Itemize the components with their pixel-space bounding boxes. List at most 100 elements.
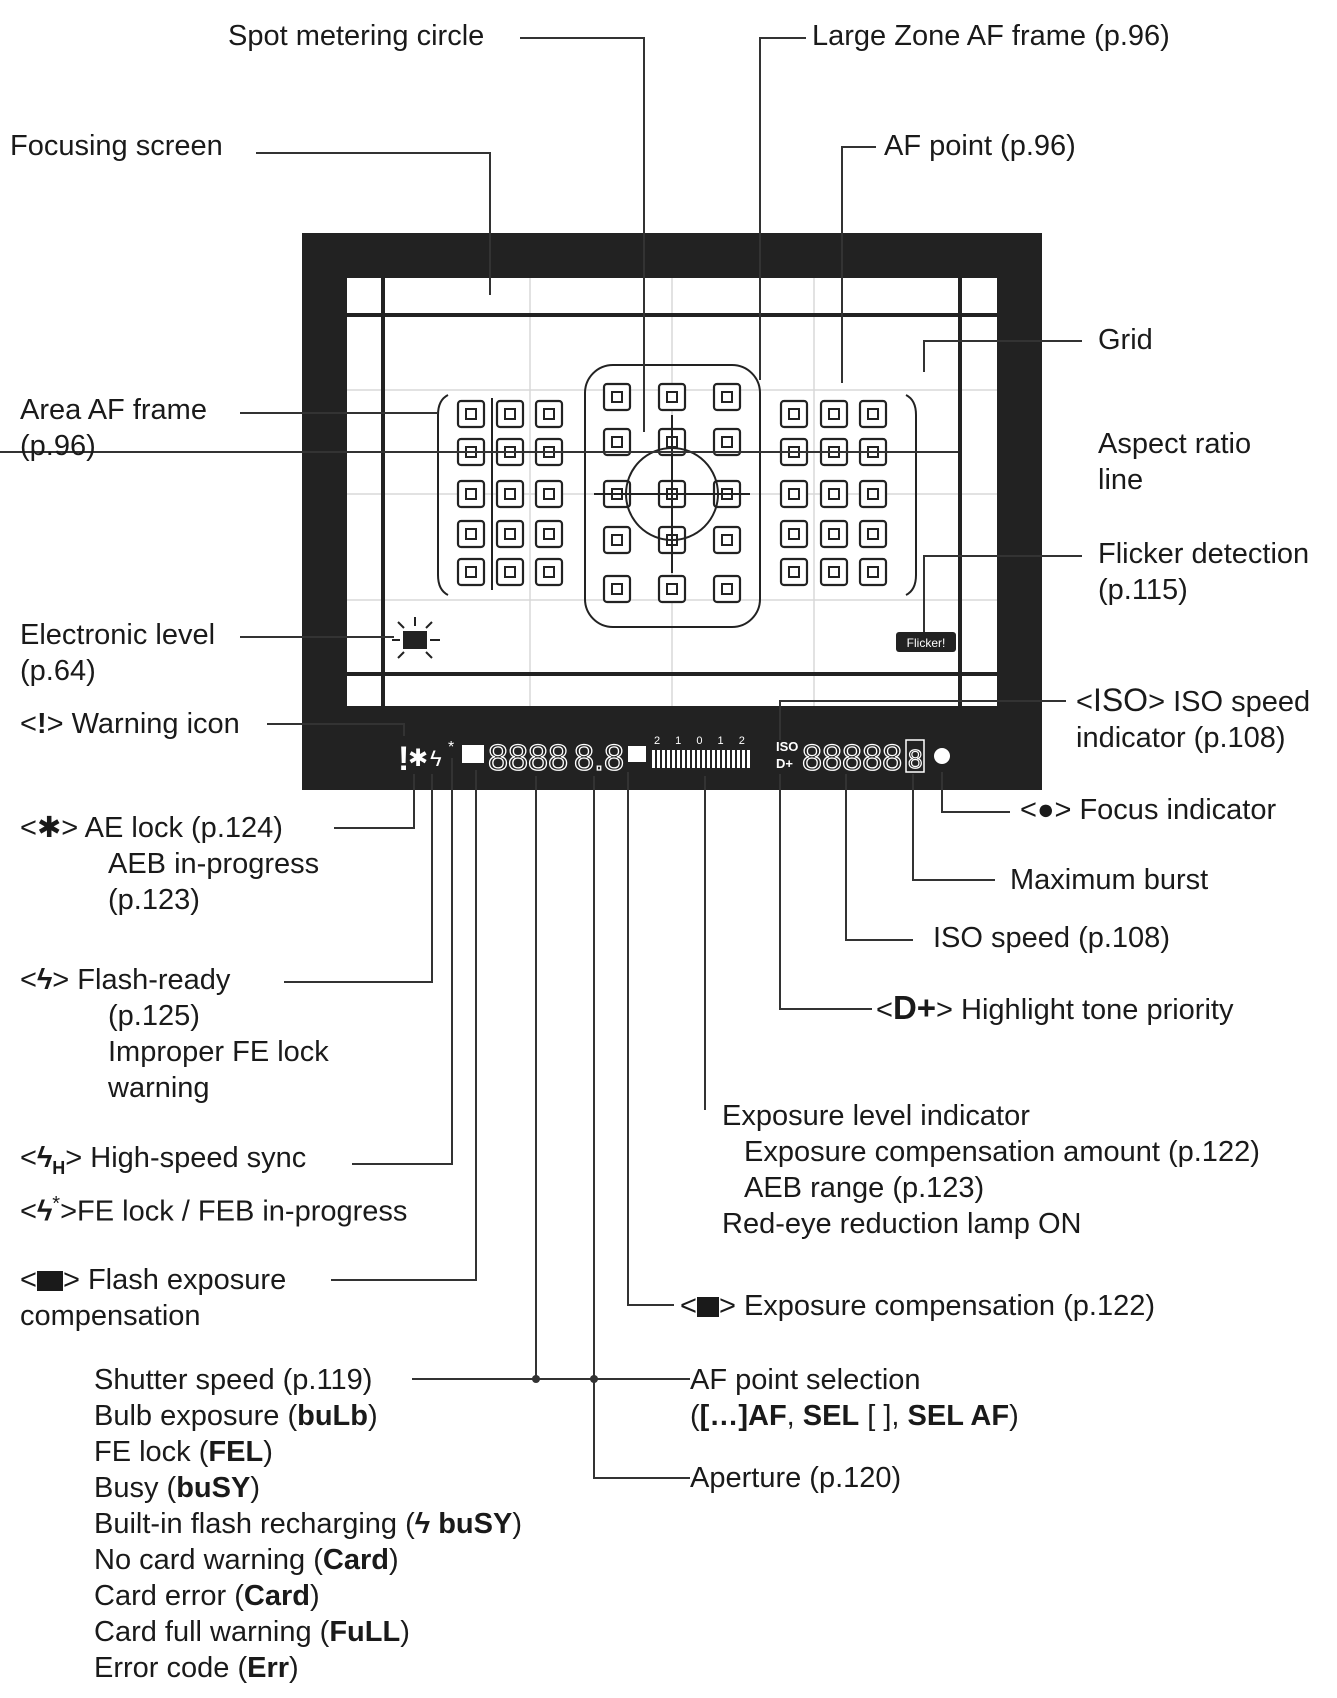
af-point (779, 399, 809, 429)
exposure-level-tick (687, 750, 690, 768)
af-point (858, 519, 888, 549)
lcd-dplus-label: D+ (776, 756, 793, 771)
af-point (495, 557, 525, 587)
exposure-level-tick (742, 750, 745, 768)
flicker-badge-text: Flicker! (907, 636, 946, 650)
shutter-speed-list-item: Card full warning (FuLL) (94, 1616, 410, 1648)
callout-shutter-speed-list: Shutter speed (p.119)Bulb exposure (buLb… (94, 1362, 522, 1686)
exposure-level-tick (737, 750, 740, 768)
af-point (712, 574, 742, 604)
af-point (779, 557, 809, 587)
callout-focusing-screen: Focusing screen (10, 130, 223, 162)
af-point (858, 479, 888, 509)
af-point (779, 479, 809, 509)
af-point (779, 519, 809, 549)
large-zone-af-frame (491, 364, 761, 628)
af-point (657, 382, 687, 412)
flash-high-icon: ϟ (36, 1142, 53, 1174)
lcd-flash-icon: ϟ (430, 746, 442, 771)
af-point (819, 479, 849, 509)
af-point (456, 479, 486, 509)
shutter-speed-list-item: Bulb exposure (buLb) (94, 1400, 378, 1432)
d-plus-symbol: D+ (892, 989, 937, 1026)
exposure-level-tick (697, 750, 700, 768)
af-point (495, 399, 525, 429)
af-point (819, 399, 849, 429)
junction-dot (532, 1375, 540, 1383)
exposure-level-tick (652, 750, 655, 768)
shutter-speed-list-item: Card error (Card) (94, 1580, 320, 1612)
af-point (602, 427, 632, 457)
lcd-iso-label: ISO (776, 739, 798, 754)
exposure-level-tick (682, 750, 685, 768)
callout-af-point-selection: AF point selection ([…]AF, SEL [ ], SEL … (690, 1364, 1019, 1432)
af-point (602, 525, 632, 555)
lcd-focus-dot (934, 748, 950, 764)
ae-lock-icon: ✱ (36, 812, 62, 844)
exp-comp-icon (696, 1297, 719, 1317)
af-point (534, 479, 564, 509)
callout-aperture: Aperture (p.120) (690, 1462, 902, 1494)
af-point (602, 382, 632, 412)
exposure-level-tick (707, 750, 710, 768)
af-point (858, 557, 888, 587)
exposure-level-tick (712, 750, 715, 768)
exposure-level-tick (677, 750, 680, 768)
af-point (534, 399, 564, 429)
shutter-speed-list-item: FE lock (FEL) (94, 1436, 273, 1468)
lcd-warning-icon: ! (398, 740, 409, 778)
exposure-level-tick (702, 750, 705, 768)
callout-flicker-detection: Flicker detection (p.115) (1098, 538, 1310, 606)
callout-aspect-ratio-line: Aspect ratio line (1098, 428, 1252, 496)
lcd-burst-value: 8 (908, 744, 922, 774)
electronic-level-icon (392, 617, 440, 659)
shutter-speed-list-item: Built-in flash recharging (ϟ buSY) (94, 1508, 522, 1540)
focus-dot-icon: ● (1036, 794, 1055, 826)
af-point (819, 557, 849, 587)
exposure-level-tick (672, 750, 675, 768)
af-points (456, 382, 888, 604)
lcd-shutter-value: 8888 (488, 737, 568, 778)
callout-iso-speed: ISO speed (p.108) (933, 922, 1170, 954)
flicker-badge (896, 632, 956, 652)
af-point (712, 427, 742, 457)
af-point (534, 519, 564, 549)
af-point (534, 557, 564, 587)
callout-flash-ready: <ϟ> Flash-ready (p.125) Improper FE lock… (20, 964, 329, 1104)
exposure-level-tick (747, 750, 750, 768)
flash-star-icon: ϟ (36, 1195, 53, 1228)
af-point (712, 525, 742, 555)
callout-exposure-level-indicator: Exposure level indicator Exposure compen… (722, 1100, 1260, 1240)
exposure-level-bar (652, 750, 750, 768)
callout-focus-indicator: <●> Focus indicator (1020, 794, 1277, 826)
iso-symbol: ISO (1092, 682, 1149, 718)
exposure-level-tick (657, 750, 660, 768)
exposure-level-tick (722, 750, 725, 768)
callout-exposure-compensation: <> Exposure compensation (p.122) (680, 1290, 1156, 1322)
flash-icon: ϟ (36, 964, 53, 996)
exposure-level-tick (667, 750, 670, 768)
callout-spot-metering-circle: Spot metering circle (228, 20, 485, 52)
exposure-level-tick (732, 750, 735, 768)
junction-dot (590, 1375, 598, 1383)
callout-af-point: AF point (p.96) (884, 130, 1076, 162)
flash-comp-icon (36, 1271, 63, 1291)
af-point (495, 479, 525, 509)
shutter-speed-list-item: No card warning (Card) (94, 1544, 399, 1576)
lcd-ae-lock-icon: ✱ (408, 745, 428, 772)
shutter-speed-list-item: Error code (Err) (94, 1652, 299, 1684)
lcd-flash-comp-icon (462, 745, 484, 763)
exposure-level-tick (727, 750, 730, 768)
lcd-scale-ticks: 2 1 0 1 2 (654, 735, 751, 747)
exposure-level-tick (662, 750, 665, 768)
lcd-aperture-value: 8.8 (574, 737, 624, 778)
af-point (495, 519, 525, 549)
callout-grid: Grid (1098, 324, 1153, 356)
area-af-frame (437, 394, 917, 596)
lcd-exp-comp-icon (628, 746, 646, 762)
callout-flash-exposure-compensation: <> Flash exposure compensation (20, 1264, 287, 1332)
af-point (819, 519, 849, 549)
af-point (858, 399, 888, 429)
callout-highlight-tone-priority: <D+> Highlight tone priority (876, 989, 1234, 1027)
